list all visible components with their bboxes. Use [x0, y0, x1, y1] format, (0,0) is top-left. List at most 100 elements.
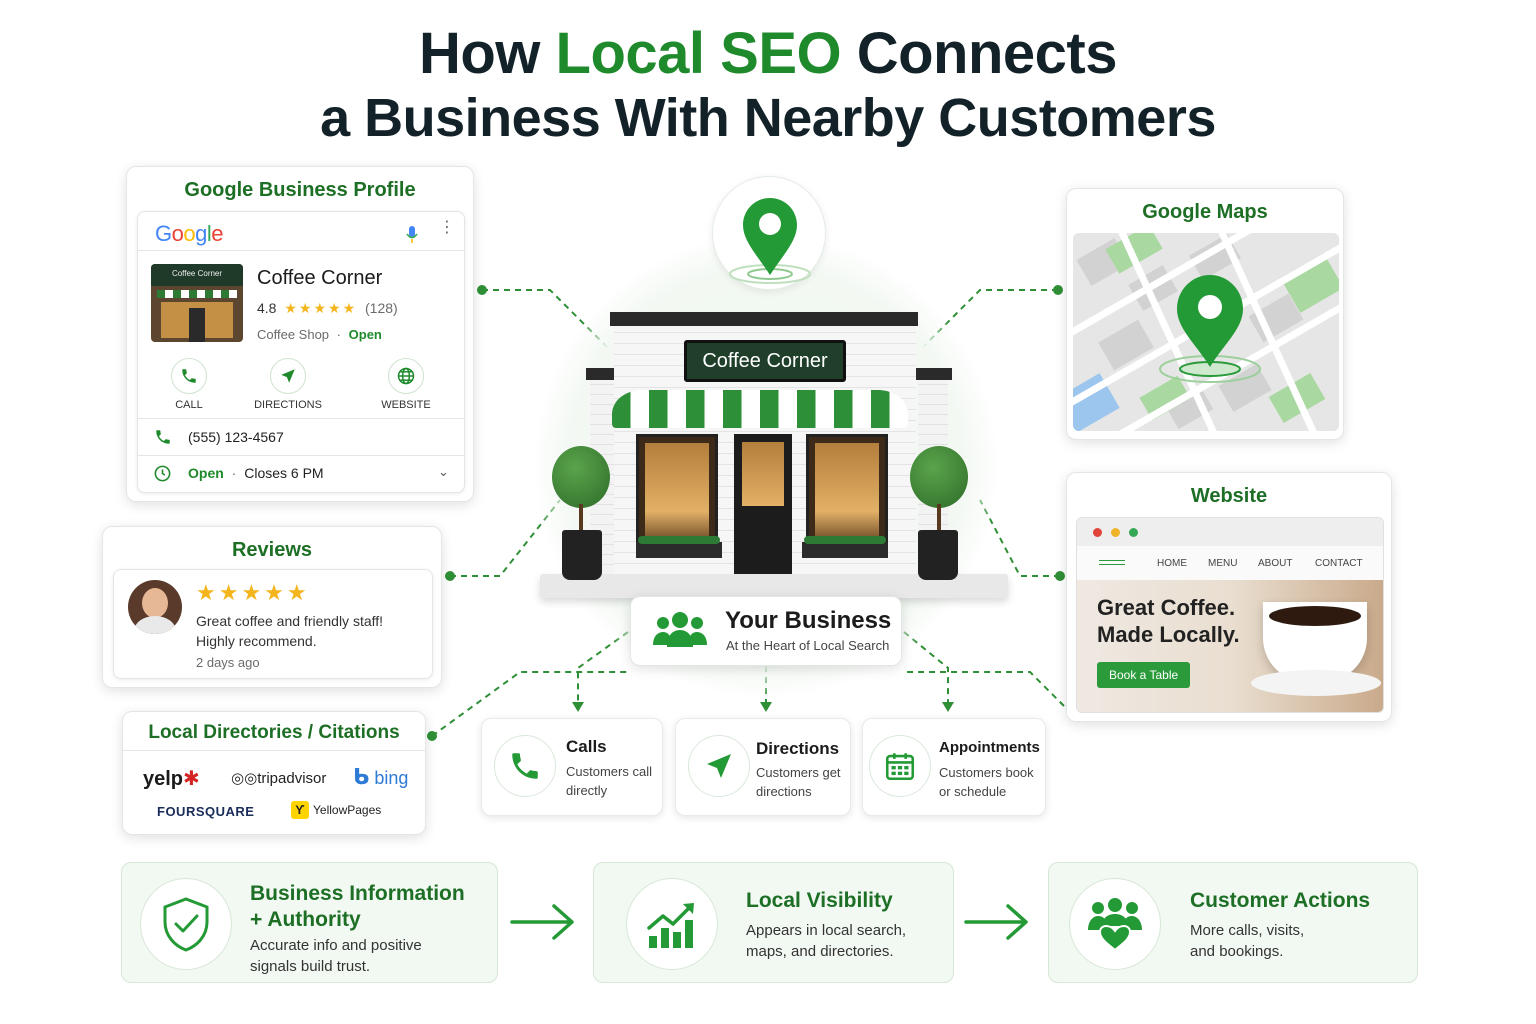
reviews-card: Reviews ★★★★★ Great coffee and friendly … [102, 526, 442, 688]
connector-website-2 [906, 671, 1065, 707]
yellowpages-icon: ϒ [291, 801, 309, 819]
review-item: ★★★★★ Great coffee and friendly staff! H… [113, 569, 433, 679]
call-action[interactable]: CALL [161, 358, 217, 411]
people-group-icon [653, 612, 707, 647]
chevron-down-icon[interactable]: ⌄ [438, 464, 449, 479]
your-business-subtitle: At the Heart of Local Search [726, 638, 890, 653]
nav-contact[interactable]: CONTACT [1315, 558, 1363, 569]
awning [612, 390, 908, 428]
review-time: 2 days ago [196, 655, 260, 670]
category-row: Coffee Shop · Open [257, 327, 382, 342]
directories-card: Local Directories / Citations yelp✱ ◎◎tr… [122, 711, 426, 835]
website-action[interactable]: WEBSITE [376, 358, 436, 411]
microphone-icon[interactable] [406, 226, 418, 244]
open-status: Open [348, 327, 382, 342]
flow-local-visibility: Local Visibility Appears in local search… [593, 862, 954, 983]
review-stars: ★★★★★ [196, 580, 310, 605]
avatar [128, 580, 182, 634]
google-maps-card: Google Maps [1066, 188, 1344, 440]
calendar-icon [869, 735, 931, 797]
coffee-cup-image [1263, 602, 1367, 682]
more-options-icon[interactable]: ⋮ [439, 219, 455, 236]
foursquare-logo[interactable]: FOURSQUARE [157, 804, 255, 819]
rating-stars: ★★★★★ [284, 300, 358, 316]
directions-action[interactable]: DIRECTIONS [246, 358, 330, 411]
location-pin-icon [729, 198, 811, 284]
directions-title: Directions [756, 739, 840, 758]
yellowpages-logo[interactable]: ϒ YellowPages [291, 801, 381, 819]
growth-chart-icon [626, 878, 718, 970]
map-view[interactable] [1073, 233, 1339, 431]
google-business-profile-card: Google Business Profile Google ⋮ Coffee … [126, 166, 474, 502]
flow-local-visibility-title: Local Visibility [746, 889, 893, 912]
business-name[interactable]: Coffee Corner [257, 267, 383, 289]
thumbnail-label: Coffee Corner [171, 269, 223, 278]
minimize-dot [1111, 528, 1120, 537]
bing-logo[interactable]: ᑲ bing [353, 764, 409, 789]
rating-row: 4.8 ★★★★★ (128) [257, 300, 398, 316]
location-pin-icon [1177, 275, 1243, 367]
phone-number[interactable]: (555) 123-4567 [188, 429, 284, 445]
people-heart-icon [1069, 878, 1161, 970]
shop-door [734, 434, 792, 574]
hero-headline: Great Coffee. Made Locally. [1097, 595, 1240, 647]
location-pin-badge [712, 176, 826, 290]
yelp-logo[interactable]: yelp✱ [143, 768, 200, 790]
page-title: How Local SEO Connects a Business With N… [320, 21, 1216, 149]
shop-sign: Coffee Corner [684, 340, 846, 382]
hours-row[interactable]: Open · Closes 6 PM [188, 465, 324, 481]
maximize-dot [1129, 528, 1138, 537]
reviews-title: Reviews [231, 539, 313, 561]
browser-window: HOME MENU ABOUT CONTACT Great Coffee. Ma… [1076, 517, 1384, 713]
tripadvisor-logo[interactable]: ◎◎tripadvisor [231, 770, 327, 787]
your-business-title: Your Business [725, 607, 892, 634]
your-business-card: Your Business At the Heart of Local Sear… [630, 596, 902, 666]
navigation-arrow-icon [688, 735, 750, 797]
directions-label: DIRECTIONS [254, 399, 322, 411]
close-dot [1093, 528, 1102, 537]
phone-icon [171, 358, 207, 394]
gbp-title: Google Business Profile [184, 179, 416, 201]
google-logo: Google [155, 221, 224, 246]
call-label: CALL [175, 399, 203, 411]
website-card: Website HOME MENU ABOUT CONTACT Great Co… [1066, 472, 1392, 722]
arrow-right-icon [510, 904, 574, 940]
phone-icon [494, 735, 556, 797]
review-text: Great coffee and friendly staff! Highly … [196, 613, 384, 649]
flow-customer-actions-title: Customer Actions [1190, 889, 1371, 912]
maps-title: Google Maps [1142, 201, 1268, 223]
menu-icon[interactable] [1099, 560, 1125, 565]
nav-menu[interactable]: MENU [1208, 558, 1238, 569]
gbp-panel: Google ⋮ Coffee Corner Coffee Corner 4.8… [137, 211, 465, 493]
hero-banner: Great Coffee. Made Locally. Book a Table [1077, 580, 1383, 712]
flow-customer-actions-desc: More calls, visits,and bookings. [1190, 922, 1305, 960]
calls-title: Calls [566, 737, 607, 756]
appointments-title: Appointments [939, 739, 1040, 756]
flow-business-information: Business Information+ Authority Accurate… [121, 862, 498, 983]
nav-about[interactable]: ABOUT [1258, 558, 1293, 569]
flow-local-visibility-desc: Appears in local search,maps, and direct… [746, 922, 907, 960]
plant-left [552, 446, 610, 508]
nav-home[interactable]: HOME [1157, 558, 1187, 569]
directories-title: Local Directories / Citations [148, 722, 400, 743]
globe-icon [388, 358, 424, 394]
website-title: Website [1190, 485, 1268, 507]
arrow-right-icon [964, 904, 1028, 940]
storefront: Coffee Corner [540, 312, 1008, 602]
clock-icon [154, 465, 171, 482]
storefront-thumbnail: Coffee Corner [151, 264, 243, 342]
shield-check-icon [140, 878, 232, 970]
website-label: WEBSITE [381, 399, 431, 411]
phone-icon [156, 430, 170, 444]
flow-business-information-title: Business Information+ Authority [250, 882, 465, 931]
navigation-arrow-icon [270, 358, 306, 394]
flow-customer-actions: Customer Actions More calls, visits,and … [1048, 862, 1418, 983]
book-table-button[interactable]: Book a Table [1097, 662, 1191, 688]
